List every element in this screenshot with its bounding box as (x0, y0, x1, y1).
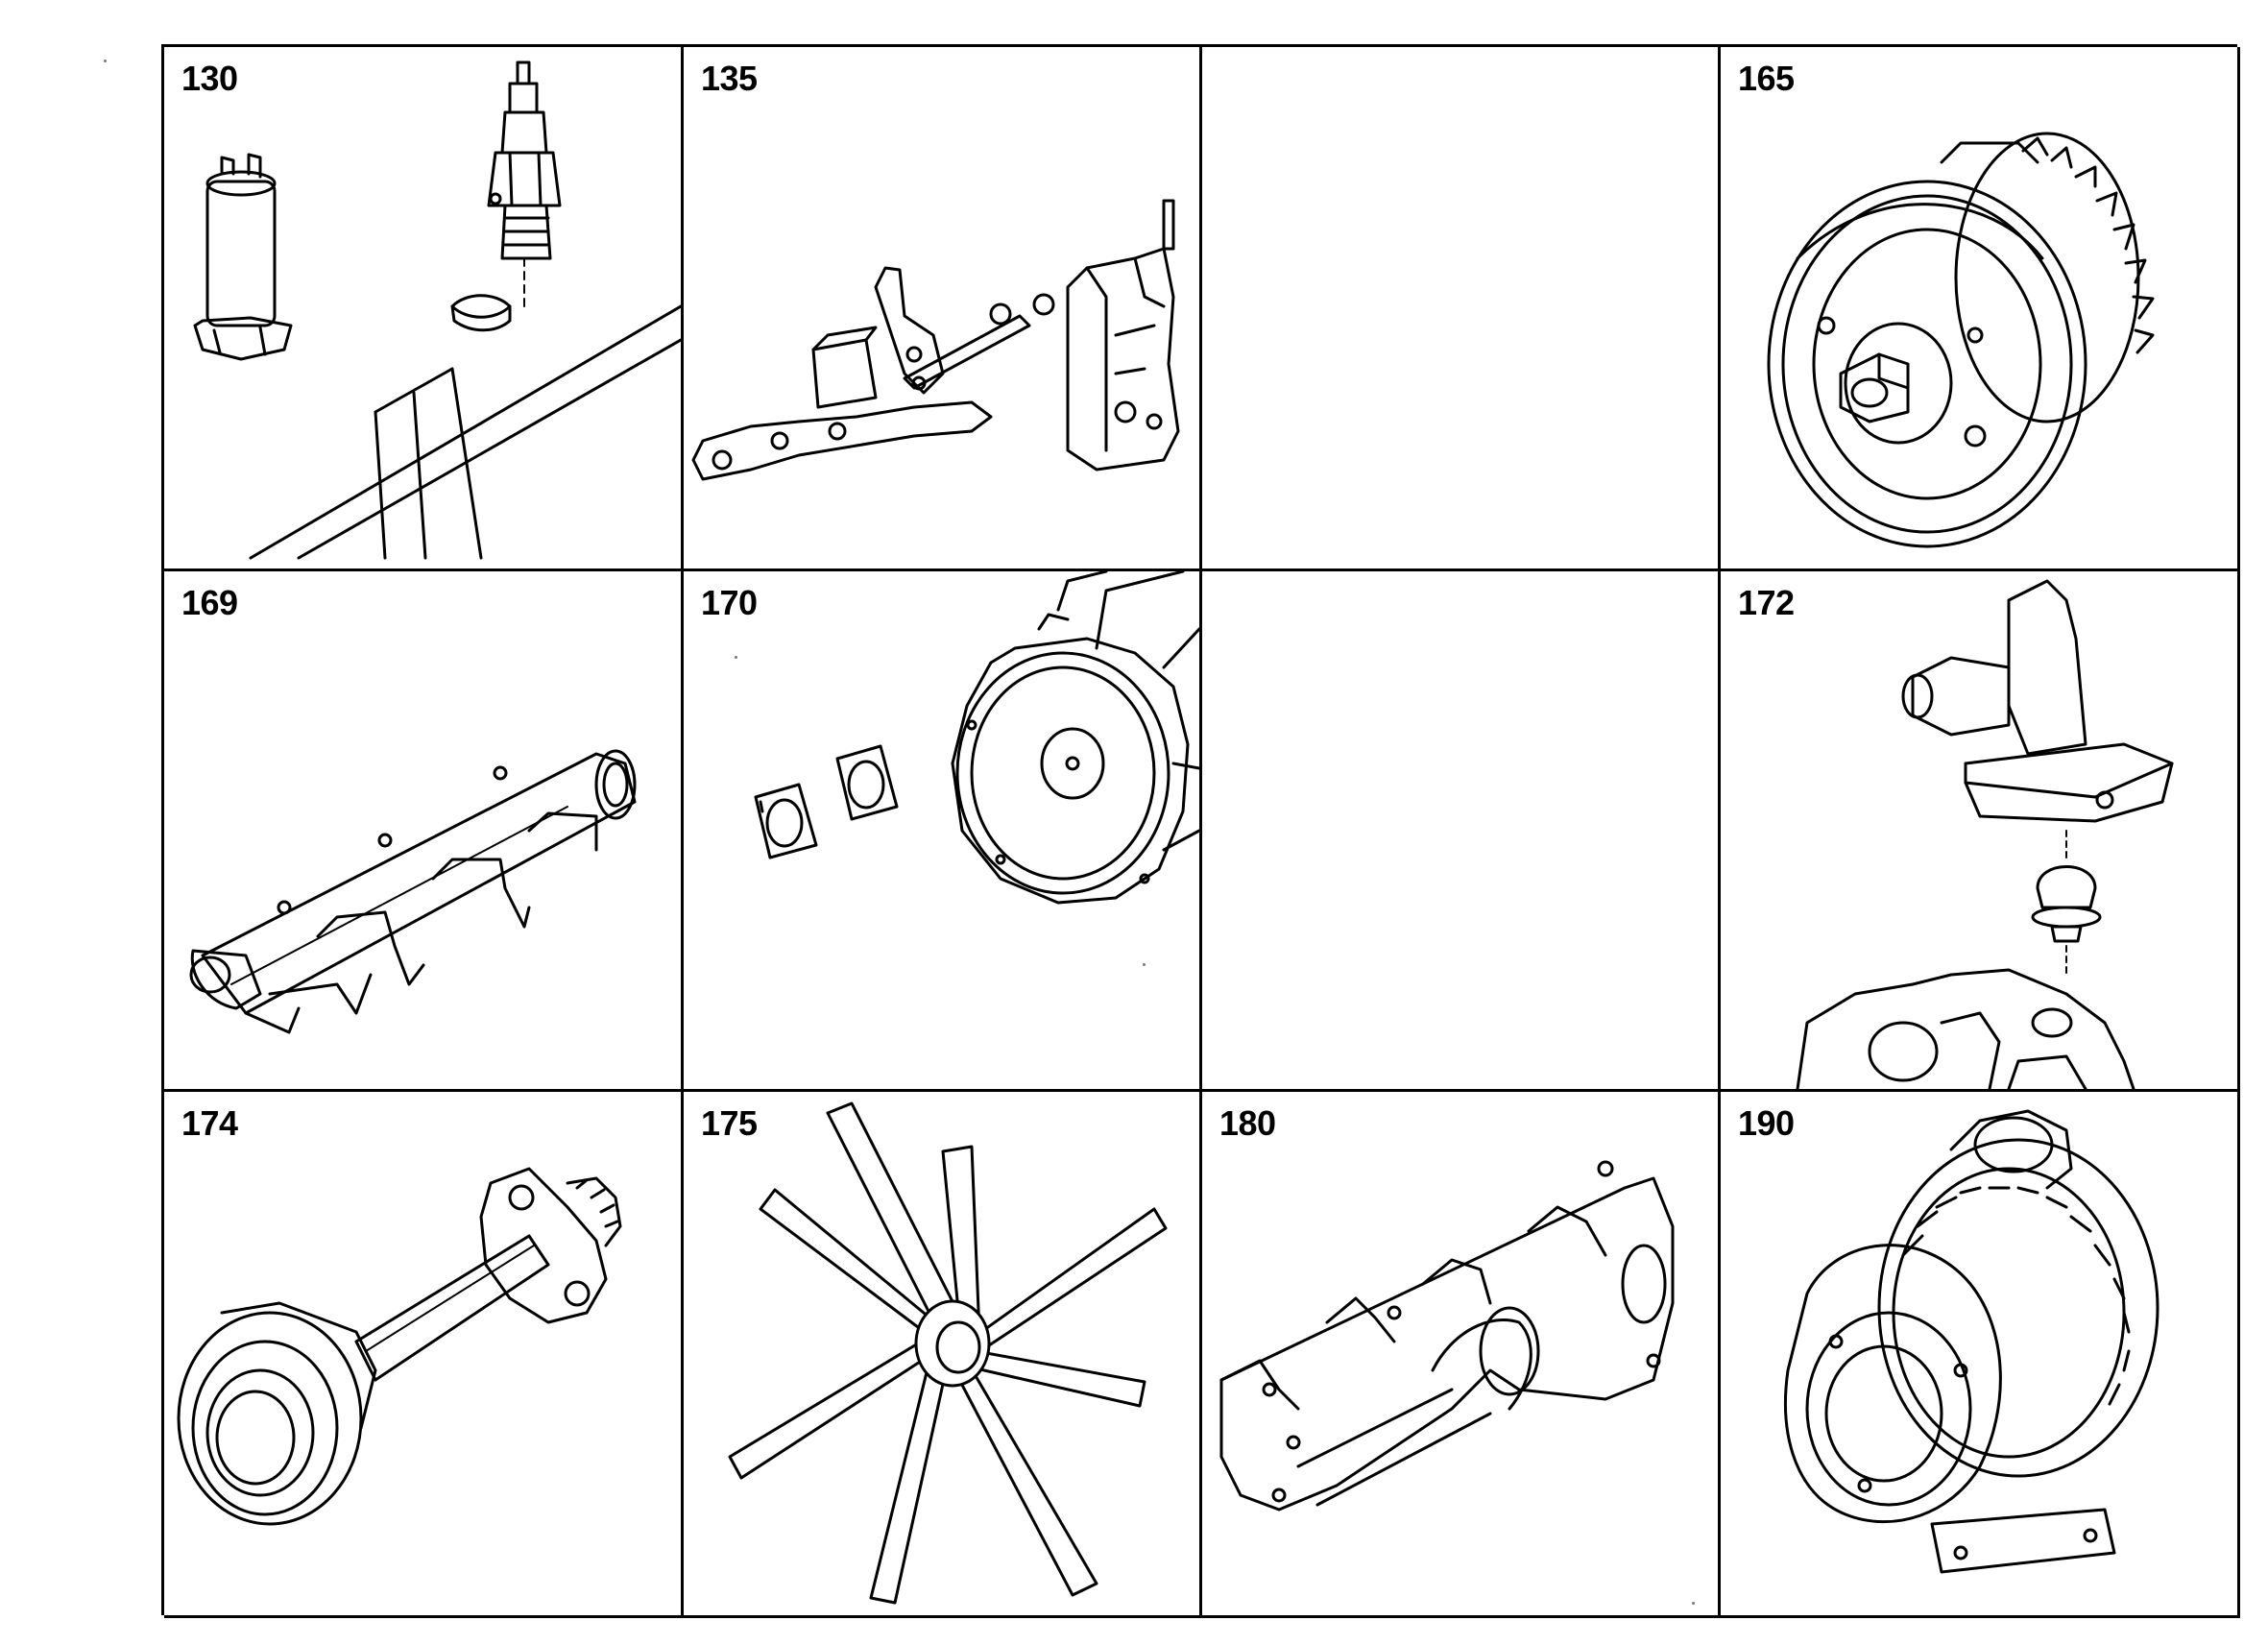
scan-speck (1692, 1602, 1695, 1605)
part-number: 135 (701, 59, 758, 98)
part-number: 169 (181, 583, 238, 622)
part-number: 165 (1738, 59, 1795, 98)
viscous-fan-clutch-icon (1767, 132, 2155, 548)
glow-plug-icon (193, 60, 681, 560)
cell-174[interactable]: 174 (164, 1092, 684, 1618)
fan-blade-icon (728, 1101, 1168, 1605)
part-number: 172 (1738, 583, 1795, 622)
cell-175[interactable]: 175 (684, 1092, 1202, 1618)
part-number: 175 (701, 1103, 758, 1143)
cell-172[interactable]: 172 (1721, 571, 2240, 1092)
part-number: 130 (181, 59, 238, 98)
thermostat-housing-icon (1796, 579, 2174, 1089)
cell-170[interactable]: 170 (684, 571, 1202, 1092)
cell-empty-1 (1202, 47, 1721, 571)
scan-speck (735, 656, 737, 659)
cell-135[interactable]: 135 (684, 47, 1202, 571)
cell-190[interactable]: 190 (1721, 1092, 2240, 1618)
flywheel-icon (754, 571, 1199, 905)
part-number: 174 (181, 1103, 238, 1143)
cell-165[interactable]: 165 (1721, 47, 2240, 571)
exhaust-manifold-icon (189, 749, 637, 1034)
cell-180[interactable]: 180 (1202, 1092, 1721, 1618)
turbocharger-icon (1784, 1109, 2159, 1574)
drive-shaft-icon (177, 1167, 622, 1526)
part-number: 190 (1738, 1103, 1795, 1143)
cell-130[interactable]: 130 (164, 47, 684, 571)
cell-169[interactable]: 169 (164, 571, 684, 1092)
scan-speck (104, 60, 107, 62)
governor-linkage-icon (691, 199, 1180, 481)
intake-manifold-icon (1219, 1160, 1675, 1512)
cell-empty-2 (1202, 571, 1721, 1092)
part-number: 180 (1219, 1103, 1276, 1143)
parts-grid: 130 135 (161, 44, 2240, 1618)
scan-speck (1143, 963, 1146, 966)
part-number: 170 (701, 583, 758, 622)
